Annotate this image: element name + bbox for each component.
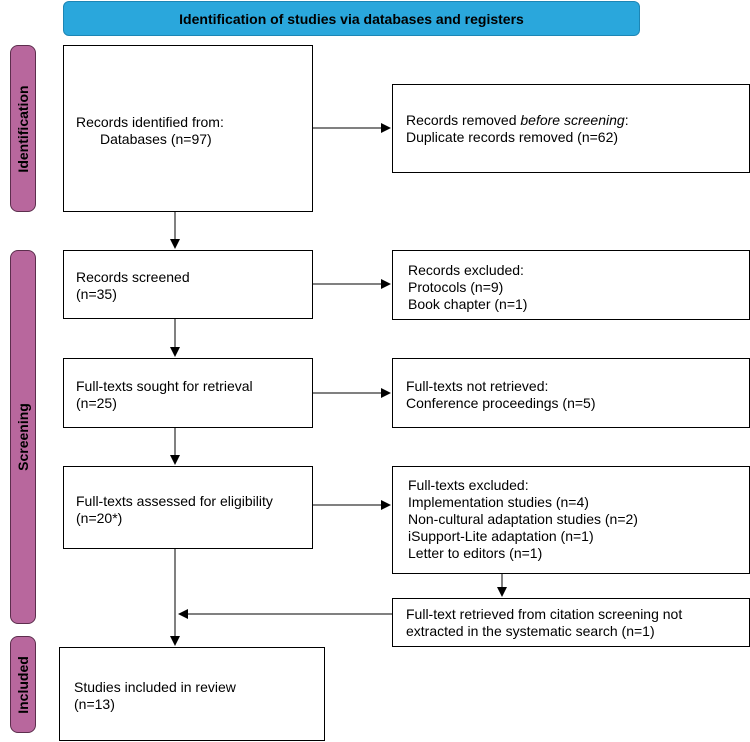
not-retrieved-line1: Full-texts not retrieved: bbox=[406, 378, 549, 394]
sought-retrieval-box: Full-texts sought for retrieval (n=25) bbox=[63, 358, 313, 428]
records-excluded-line3: Book chapter (n=1) bbox=[408, 296, 528, 312]
citation-box: Full-text retrieved from citation screen… bbox=[392, 598, 750, 647]
records-removed-italic: before screening bbox=[520, 112, 625, 128]
records-screened-line2: (n=35) bbox=[76, 286, 117, 302]
excluded-line1: Full-texts excluded: bbox=[408, 477, 529, 493]
records-removed-line1: Records removed before screening: bbox=[406, 112, 749, 129]
not-retrieved-line2: Conference proceedings (n=5) bbox=[406, 395, 596, 411]
records-removed-prefix: Records removed bbox=[406, 112, 521, 128]
included-line2: (n=13) bbox=[74, 696, 115, 712]
not-retrieved-box: Full-texts not retrieved: Conference pro… bbox=[392, 358, 750, 428]
records-screened-line1: Records screened bbox=[76, 269, 190, 285]
records-identified-box: Records identified from: Databases (n=97… bbox=[63, 45, 313, 212]
sought-retrieval-line2: (n=25) bbox=[76, 395, 117, 411]
records-removed-box: Records removed before screening: Duplic… bbox=[392, 84, 750, 173]
records-removed-suffix: : bbox=[624, 112, 629, 128]
excluded-line3: Non-cultural adaptation studies (n=2) bbox=[408, 511, 638, 527]
assessed-line2: (n=20*) bbox=[76, 510, 123, 526]
records-excluded-line2: Protocols (n=9) bbox=[408, 279, 504, 295]
excluded-line5: Letter to editors (n=1) bbox=[408, 545, 543, 561]
records-identified-line1: Records identified from: bbox=[76, 114, 224, 130]
citation-line2: extracted in the systematic search (n=1) bbox=[406, 623, 655, 639]
excluded-line2: Implementation studies (n=4) bbox=[408, 494, 589, 510]
header-title: Identification of studies via databases … bbox=[179, 10, 524, 27]
records-screened-box: Records screened (n=35) bbox=[63, 250, 313, 319]
stage-included: Included bbox=[10, 636, 36, 733]
included-line1: Studies included in review bbox=[74, 679, 236, 695]
header-banner: Identification of studies via databases … bbox=[63, 1, 640, 36]
assessed-line1: Full-texts assessed for eligibility bbox=[76, 493, 273, 509]
sought-retrieval-line1: Full-texts sought for retrieval bbox=[76, 378, 253, 394]
excluded-line4: iSupport-Lite adaptation (n=1) bbox=[408, 528, 594, 544]
records-identified-line2: Databases (n=97) bbox=[100, 131, 212, 147]
stage-screening: Screening bbox=[10, 250, 36, 624]
excluded-box: Full-texts excluded: Implementation stud… bbox=[392, 466, 750, 574]
assessed-box: Full-texts assessed for eligibility (n=2… bbox=[63, 466, 313, 549]
records-removed-line2: Duplicate records removed (n=62) bbox=[406, 129, 619, 145]
citation-line1: Full-text retrieved from citation screen… bbox=[406, 606, 683, 622]
records-excluded-box: Records excluded: Protocols (n=9) Book c… bbox=[392, 250, 750, 320]
records-excluded-line1: Records excluded: bbox=[408, 262, 524, 278]
stage-identification: Identification bbox=[10, 45, 36, 212]
included-box: Studies included in review (n=13) bbox=[59, 647, 325, 741]
